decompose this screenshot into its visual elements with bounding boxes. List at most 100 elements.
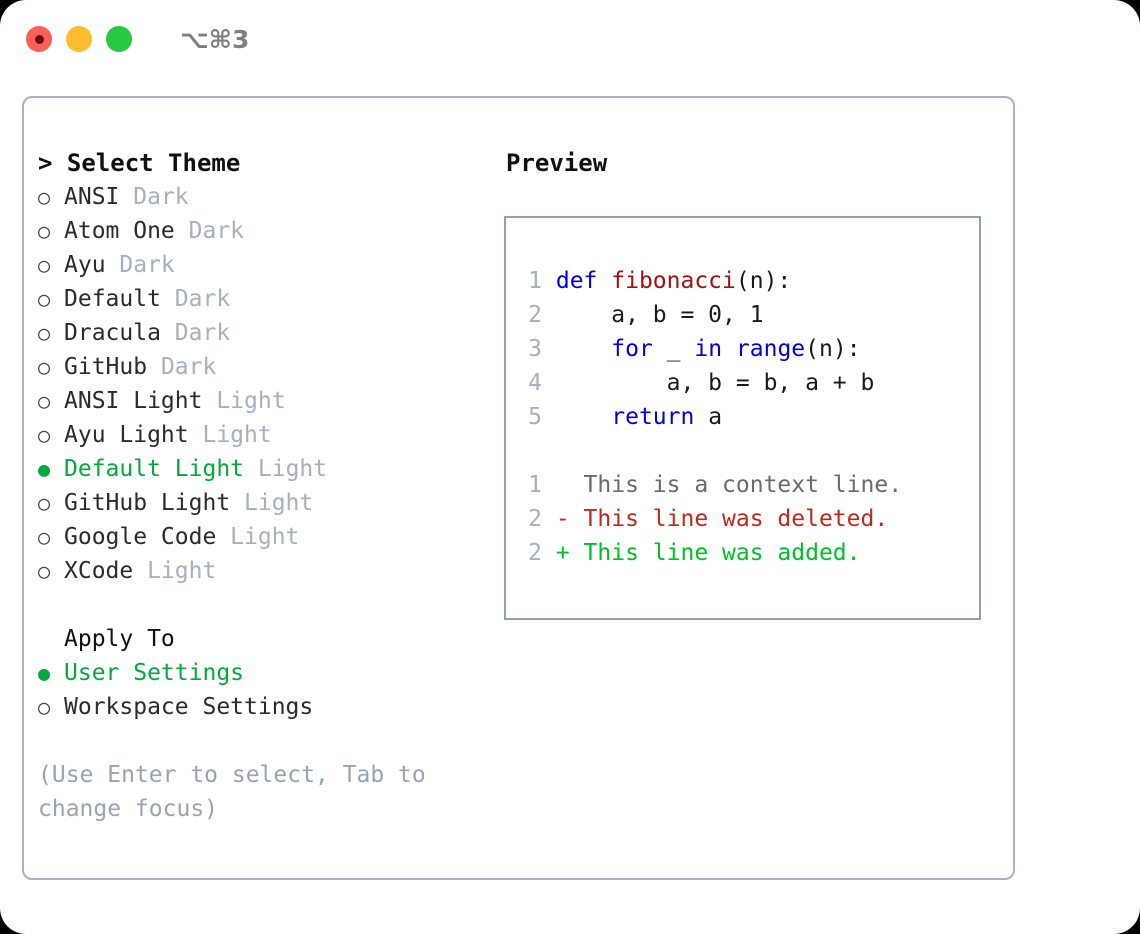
code-line: 1 def fibonacci(n): [520,264,979,298]
theme-name: ANSI Light [64,388,217,414]
theme-name: Atom One [64,218,189,244]
apply-to-label: Workspace Settings [64,694,314,720]
apply-to-label: User Settings [64,660,245,686]
theme-variant-badge: Dark [188,218,245,244]
radio-unselected-icon: ○ [38,389,51,413]
theme-list-item[interactable]: ○Ayu Light Light [38,418,504,452]
apply-to-item[interactable]: ○ Workspace Settings [38,690,504,724]
theme-variant-badge: Light [202,422,272,448]
theme-variant-badge: Light [147,558,217,584]
code-token: a, b = 0, 1 [555,302,764,328]
theme-list-item[interactable]: ○Ayu Dark [38,248,504,282]
theme-list-item[interactable]: ○ GitHub Dark [38,350,504,384]
theme-name: Ayu Light [64,422,203,448]
theme-list: ○ ANSI Dark ○ Atom One Dark ○ Ayu Dark ○ Defaul… [38,180,504,588]
title-bar: ⌥⌘3 [0,0,1140,78]
theme-variant-badge: Dark [174,286,231,312]
radio-unselected-icon: ○ [38,491,51,515]
traffic-lights [26,26,132,52]
code-token: in [694,336,723,362]
diff-line: 2 - This line was deleted. [520,502,979,536]
theme-list-item[interactable]: ○ Default Dark [38,282,504,316]
radio-unselected-icon: ○ [38,695,51,719]
radio-unselected-icon: ○ [38,219,51,243]
diff-line: 2 + This line was added. [520,536,979,570]
theme-name: Dracula [64,320,175,346]
theme-variant-badge: Light [244,490,314,516]
theme-name: Default [64,286,175,312]
radio-unselected-icon: ○ [38,185,51,209]
code-token [556,336,611,362]
line-number: 3 [528,336,542,362]
code-token: (n): [735,268,792,294]
code-token: return [611,404,695,430]
line-number: 2 [528,540,542,566]
code-token: for [611,336,653,362]
hint-spacer [38,724,504,758]
apply-to-header: Apply To [38,622,504,656]
theme-variant-badge: Dark [160,354,217,380]
close-window-icon[interactable] [26,26,52,52]
radio-unselected-icon: ○ [38,559,51,583]
theme-variant-badge: Light [230,524,300,550]
theme-name: Default Light [64,456,258,482]
theme-variant-badge: Light [257,456,328,482]
theme-variant-badge: Dark [174,320,231,346]
code-token: range [735,336,806,362]
theme-list-item[interactable]: ○Google Code Light [38,520,504,554]
line-number: 4 [528,370,542,396]
radio-unselected-icon: ○ [38,287,51,311]
theme-name: XCode [64,558,148,584]
content-panel: > Select Theme ○ANSI Dark○Atom One Dark○… [22,96,1015,880]
close-icon-core [34,34,44,44]
theme-list-item[interactable]: ○ ANSI Dark [38,180,504,214]
theme-name: GitHub [64,354,161,380]
diff-text: This is a context line. [555,472,903,498]
theme-selection-column: > Select Theme ○ANSI Dark○Atom One Dark○… [24,98,504,878]
theme-variant-badge: Dark [133,184,189,210]
theme-name: ANSI [64,184,134,210]
theme-list-item[interactable]: ○ XCode Light [38,554,504,588]
code-token: _ [652,336,695,362]
maximize-window-icon[interactable] [106,26,132,52]
radio-unselected-icon: ○ [38,253,51,277]
apply-to-list: ● User Settings ○ Workspace Settings [38,656,504,724]
preview-column: Preview 1 def fibonacci(n):2 a, b = 0, 1… [504,98,1013,878]
theme-list-item[interactable]: ●Default Light Light [38,452,504,486]
list-spacer [38,588,504,622]
code-token: (n): [805,336,861,362]
preview-title: Preview [506,149,608,177]
code-line: 5 return a [520,400,979,434]
apply-to-header-label: Apply To [64,626,175,652]
line-number: 2 [528,302,542,328]
radio-unselected-icon: ○ [38,355,51,379]
theme-list-item[interactable]: ○ GitHub Light Light [38,486,504,520]
code-token: def [555,268,612,294]
apply-to-item[interactable]: ● User Settings [38,656,504,690]
keyboard-hint-text: (Use Enter to select, Tab to change focu… [38,762,426,822]
code-line: 2 a, b = 0, 1 [520,298,979,332]
minimize-window-icon[interactable] [66,26,92,52]
theme-name: Google Code [64,524,231,550]
theme-name: Ayu [64,252,120,278]
code-token [722,336,736,362]
theme-list-item[interactable]: ○ Atom One Dark [38,214,504,248]
code-token [556,404,611,430]
code-token: a, b = b, a + b [555,370,875,396]
code-token: a [694,404,723,430]
radio-selected-icon: ● [38,661,51,685]
code-line: 4 a, b = b, a + b [520,366,979,400]
line-number: 5 [528,404,542,430]
theme-name: GitHub Light [64,490,245,516]
theme-list-item[interactable]: ○Dracula Dark [38,316,504,350]
code-token: fibonacci [611,268,736,294]
diff-sample: 1 This is a context line.2 - This line w… [520,468,979,570]
line-number: 1 [528,472,542,498]
theme-variant-badge: Light [216,388,286,414]
code-line: 3 for _ in range(n): [520,332,979,366]
theme-list-item[interactable]: ○ ANSI Light Light [38,384,504,418]
diff-line: 1 This is a context line. [520,468,979,502]
diff-text: - This line was deleted. [555,506,889,532]
